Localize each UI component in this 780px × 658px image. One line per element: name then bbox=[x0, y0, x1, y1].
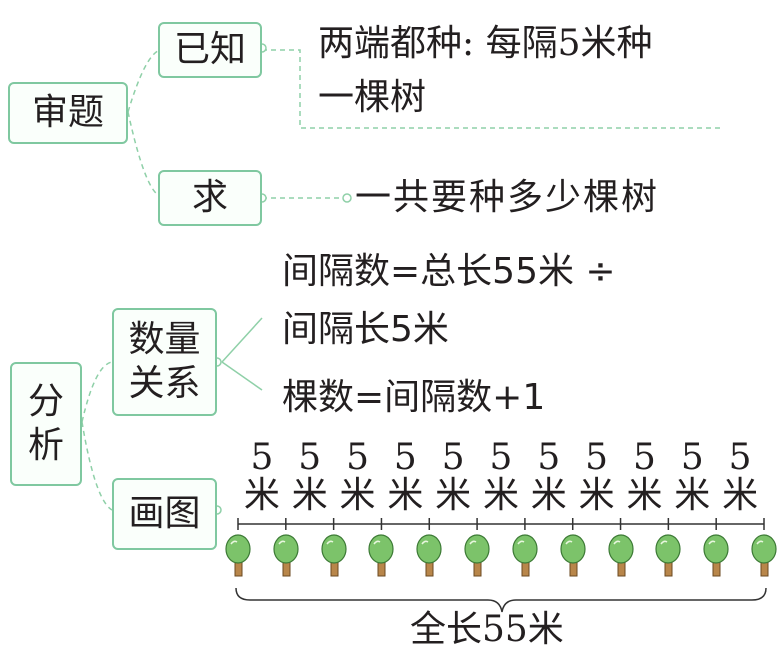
ask-text: 一共要种多少棵树 bbox=[355, 177, 660, 218]
interval-number: 5 bbox=[441, 437, 465, 478]
ask-label: 求 bbox=[191, 177, 228, 218]
analysis-label-top: 分 bbox=[27, 381, 64, 422]
interval-number: 5 bbox=[537, 437, 561, 478]
connector-review-known bbox=[127, 49, 161, 113]
tree-icon bbox=[703, 534, 729, 582]
interval-unit: 米 bbox=[482, 475, 519, 516]
known-node: 已知 bbox=[158, 22, 262, 78]
connector-analysis-drawing bbox=[81, 421, 113, 511]
interval-unit: 米 bbox=[339, 475, 376, 516]
formula2: 棵数=间隔数+1 bbox=[282, 377, 546, 418]
known-label: 已知 bbox=[173, 29, 246, 70]
tree-icon bbox=[655, 534, 681, 582]
interval-number: 5 bbox=[346, 437, 369, 478]
measure-line bbox=[237, 518, 765, 530]
drawing-node: 画图 bbox=[112, 478, 217, 550]
interval-unit: 米 bbox=[435, 475, 472, 516]
interval-unit: 米 bbox=[243, 475, 280, 516]
known-text-line2: 一棵树 bbox=[318, 77, 427, 118]
interval-number: 5 bbox=[298, 437, 322, 478]
interval-unit: 米 bbox=[530, 475, 567, 516]
interval-unit: 米 bbox=[674, 475, 711, 516]
formula1-line1: 间隔数=总长55米 ÷ bbox=[282, 251, 616, 292]
drawing-label: 画图 bbox=[128, 493, 201, 534]
interval-number: 5 bbox=[633, 437, 656, 478]
interval-number: 5 bbox=[489, 437, 513, 478]
analysis-node: 分 析 bbox=[10, 362, 82, 486]
tree-icon bbox=[560, 534, 586, 582]
interval-unit: 米 bbox=[626, 475, 663, 516]
tree-icon bbox=[751, 534, 777, 582]
analysis-label-bottom: 析 bbox=[27, 425, 64, 466]
interval-unit: 米 bbox=[291, 475, 328, 516]
tree-icon bbox=[225, 534, 251, 582]
interval-number: 5 bbox=[728, 437, 752, 478]
tree-icon bbox=[368, 534, 395, 582]
tree-icon bbox=[607, 534, 634, 582]
interval-number: 5 bbox=[680, 437, 704, 478]
interval-unit: 米 bbox=[578, 475, 615, 516]
formula1-line2: 间隔长5米 bbox=[282, 309, 449, 350]
interval-unit: 米 bbox=[722, 475, 759, 516]
interval-unit: 米 bbox=[387, 475, 424, 516]
tree-icon bbox=[464, 534, 490, 582]
connector-analysis-quantity bbox=[81, 361, 113, 423]
connector-review-ask bbox=[127, 111, 161, 197]
connector-dot-ask-right bbox=[342, 193, 352, 203]
interval-number: 5 bbox=[250, 437, 274, 478]
quantity-label-line1: 数量 bbox=[128, 319, 201, 360]
quantity-node: 数量 关系 bbox=[112, 308, 217, 416]
interval-number: 5 bbox=[585, 437, 609, 478]
tree-icon bbox=[321, 534, 347, 582]
review-node: 审题 bbox=[8, 82, 128, 144]
known-text-line1: 两端都种: 每隔5米种 bbox=[318, 23, 653, 64]
interval-number: 5 bbox=[393, 437, 417, 478]
ask-node: 求 bbox=[158, 170, 262, 226]
tree-icon bbox=[273, 534, 299, 582]
review-label: 审题 bbox=[31, 92, 104, 133]
quantity-label-line2: 关系 bbox=[128, 363, 201, 404]
tree-icon bbox=[416, 534, 442, 582]
connector-quantity-formula2 bbox=[221, 361, 263, 391]
total-length-label: 全长55米 bbox=[410, 609, 564, 650]
connector-quantity-formula1 bbox=[221, 317, 263, 363]
total-brace bbox=[235, 587, 767, 613]
tree-icon bbox=[512, 534, 538, 582]
connector-known-text bbox=[262, 49, 720, 129]
